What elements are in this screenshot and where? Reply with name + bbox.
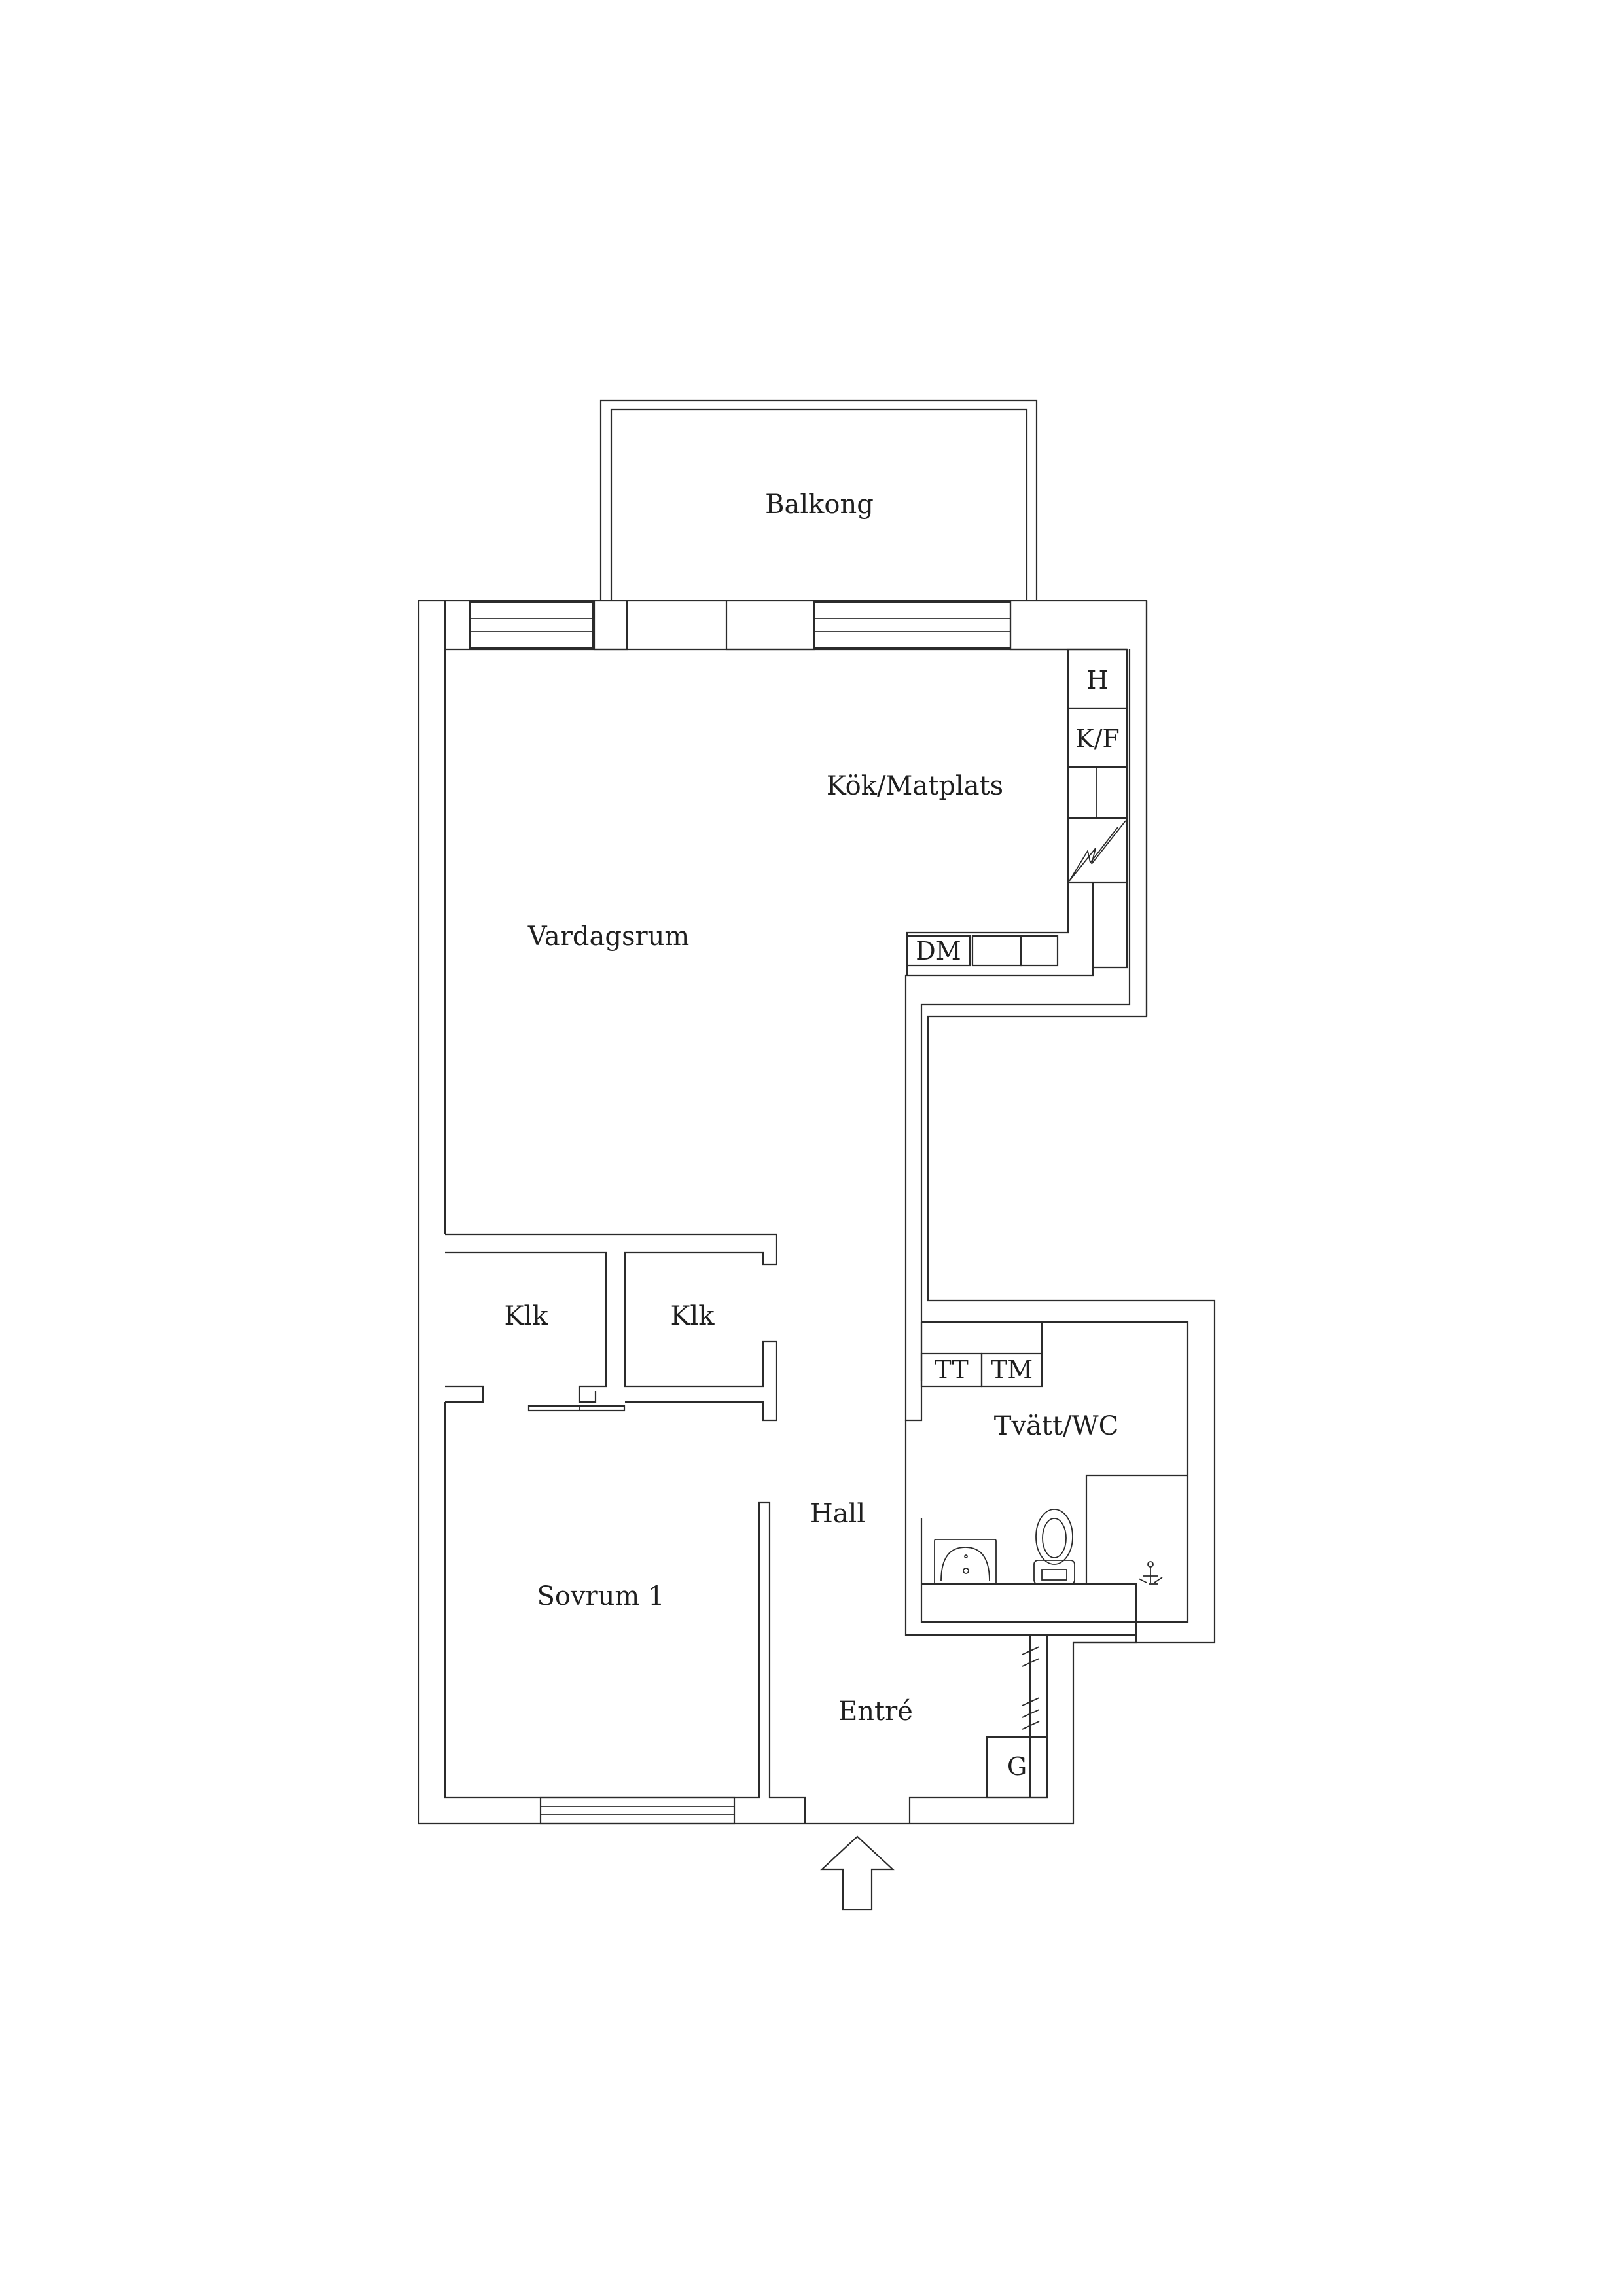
label-vardagsrum: Vardagsrum: [527, 922, 690, 952]
label-klk-1: Klk: [505, 1301, 549, 1331]
shower-icon: [1138, 1561, 1163, 1585]
label-hall: Hall: [810, 1499, 865, 1529]
label-tvatt-wc: Tvätt/WC: [994, 1411, 1118, 1441]
label-entre: Entré: [838, 1696, 913, 1727]
kitchen-units: [906, 648, 1128, 975]
label-g: G: [1007, 1752, 1027, 1781]
label-klk-2: Klk: [671, 1301, 715, 1331]
label-h: H: [1086, 666, 1108, 694]
closets: [445, 1233, 777, 1422]
label-kf: K/F: [1075, 725, 1120, 753]
stove-icon: [1069, 820, 1126, 882]
outer-walls: [418, 600, 1216, 1825]
label-tm: TM: [991, 1355, 1033, 1384]
label-sovrum-1: Sovrum 1: [537, 1581, 664, 1611]
sink-icon: [934, 1539, 997, 1585]
laundry-wc: [904, 1321, 1189, 1644]
label-kok-matplats: Kök/Matplats: [827, 771, 1003, 801]
windows: [469, 601, 1012, 1825]
label-balkong: Balkong: [765, 490, 874, 520]
label-tt: TT: [935, 1355, 968, 1384]
balcony: [599, 399, 1038, 601]
label-dm: DM: [916, 937, 961, 965]
bedroom-walls: [444, 1402, 1048, 1823]
toilet-icon: [1033, 1509, 1075, 1585]
entrance-wardrobe: [986, 1635, 1048, 1799]
entrance-arrow-icon: [820, 1835, 895, 1911]
